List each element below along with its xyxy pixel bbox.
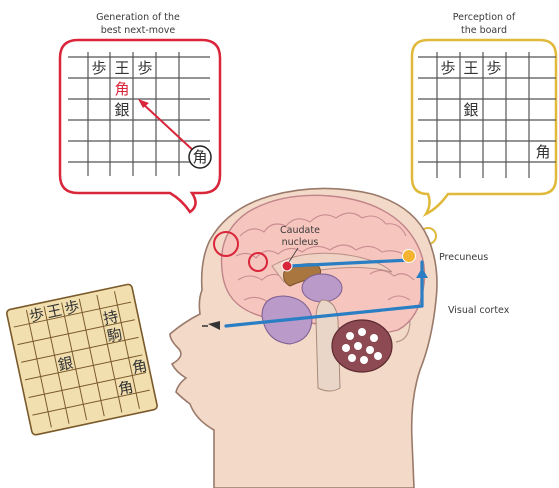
caudate-label-line2: nucleus	[282, 237, 319, 248]
left-board-king: 王	[114, 59, 129, 77]
caudate-point	[282, 261, 292, 271]
perception-bubble-outline	[412, 40, 556, 214]
right-board-pawn-2: 歩	[486, 59, 501, 77]
physical-shogi-board: 歩 王 歩 銀 持 駒 角 角	[6, 284, 158, 436]
left-board-pawn-2: 歩	[137, 59, 152, 77]
perception-thought-bubble: 歩 王 歩 銀 角	[412, 40, 556, 257]
perception-label-line2: the board	[461, 25, 507, 36]
right-board-king: 王	[463, 59, 478, 77]
generation-label-line1: Generation of the	[96, 12, 180, 23]
right-board-silver: 銀	[463, 101, 478, 119]
perception-label-line1: Perception of	[453, 12, 516, 23]
precuneus-point	[403, 250, 416, 263]
generation-label-line2: best next-move	[101, 25, 176, 36]
left-board-pawn-1: 歩	[91, 59, 106, 77]
right-board-bishop: 角	[535, 143, 550, 161]
right-board-pawn-1: 歩	[440, 59, 455, 77]
left-board-bishop-target: 角	[114, 80, 129, 98]
generation-thought-bubble: 歩 王 歩 角 銀 角	[60, 40, 220, 212]
thalamus	[302, 274, 342, 302]
visual-cortex-label: Visual cortex	[448, 305, 510, 316]
left-board-silver: 銀	[114, 101, 129, 119]
caudate-label-line1: Caudate	[280, 225, 320, 236]
left-board-bishop-circled: 角	[192, 148, 207, 166]
precuneus-label: Precuneus	[439, 252, 488, 263]
